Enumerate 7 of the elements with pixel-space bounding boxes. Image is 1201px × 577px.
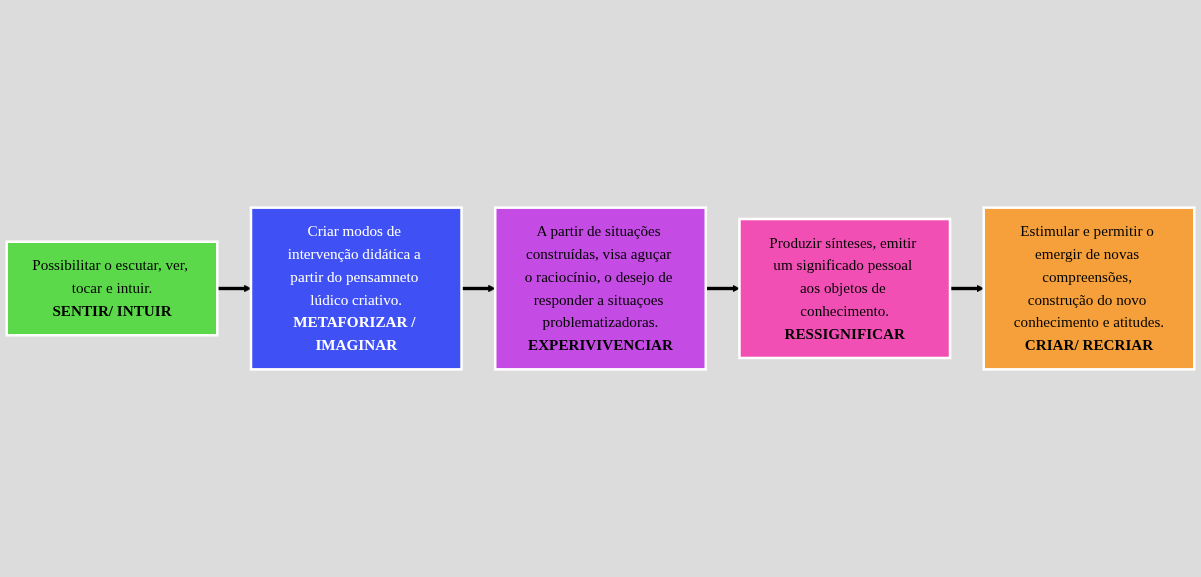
node-box: Produzir sínteses, emitir um significado pessoal aos objetos de conhecimento. RESSIGNIFICAR <box>738 217 952 360</box>
arrow <box>461 284 496 293</box>
node-box: Possibilitar o escutar, ver, tocar e intuir. SENTIR/ INTUIR <box>5 240 219 337</box>
node-box: A partir de situações construídas, visa aguçar o raciocínio, o desejo de responder a situaçoes problematizadoras. EXPERIVIVENCIAR <box>493 206 708 371</box>
arrow <box>705 284 740 293</box>
node-box: Estimular e permitir o emergir de novas compreensões, construção do novo conhecimento e atitudes. CRIAR/ RECRIAR <box>982 206 1196 371</box>
node-box: Criar modos de intervenção didática a partir do pensamneto lúdico criativo. METAFORIZAR / IMAGINAR <box>249 206 463 371</box>
